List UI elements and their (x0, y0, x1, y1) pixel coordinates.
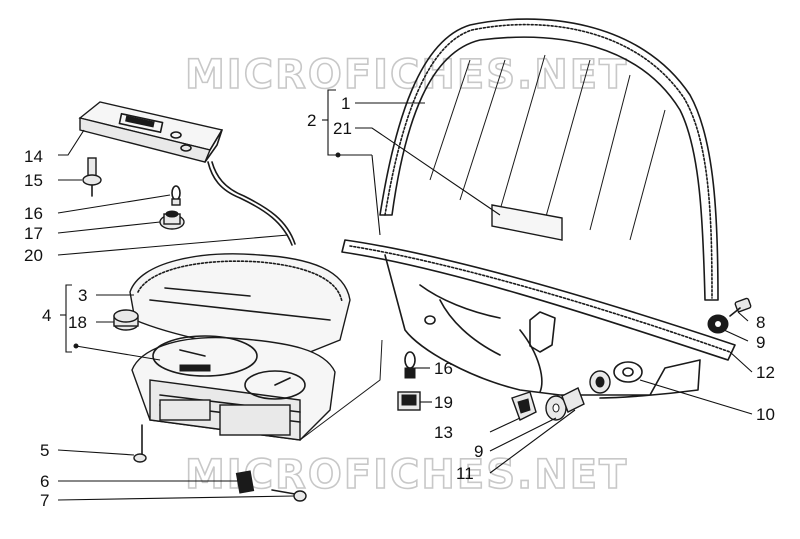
callout-9-upper: 9 (756, 333, 765, 352)
bracket-hole-left (424, 315, 436, 325)
callout-5: 5 (40, 441, 49, 460)
speedometer-dial (152, 335, 258, 377)
cluster-wire-route (299, 339, 383, 441)
bracket-tab (529, 311, 556, 353)
part-grommet (589, 370, 611, 394)
callout-20: 20 (24, 246, 43, 265)
part-5-screw (133, 424, 147, 463)
part-11-spacer (561, 387, 585, 413)
callout-6: 6 (40, 472, 49, 491)
callout-16-upper: 16 (24, 204, 43, 223)
part-20-cable (207, 161, 293, 246)
part-8-screw (729, 297, 752, 317)
callout-labels: 1 2 21 14 15 16 17 20 3 4 18 5 6 7 16 19… (24, 94, 775, 510)
bracket-mount-boss (613, 361, 643, 383)
windshield-assembly (341, 18, 736, 399)
display-lcd-window (118, 112, 164, 134)
windshield-seal-texture (384, 23, 713, 299)
callout-10: 10 (756, 405, 775, 424)
callout-18: 18 (68, 313, 87, 332)
part-14-display-module (78, 101, 296, 246)
windshield-label-sticker (491, 204, 563, 241)
callout-4: 4 (42, 306, 51, 325)
callout-8: 8 (756, 313, 765, 332)
part-6-clip (235, 470, 255, 494)
callout-16-lower: 16 (434, 359, 453, 378)
callout-13: 13 (434, 423, 453, 442)
display-lcd-digits (125, 115, 155, 128)
fuel-gauge-needle (274, 377, 291, 386)
windshield-glass-hatching (429, 54, 666, 241)
bracket-contour-lines (419, 284, 543, 393)
speedometer-needle (179, 349, 206, 357)
callout-19: 19 (434, 393, 453, 412)
part-7-screw (271, 489, 307, 502)
bracket-hole-right (622, 367, 634, 377)
windshield-base-texture (349, 245, 731, 353)
callout-17: 17 (24, 224, 43, 243)
fuel-gauge-dial (244, 370, 306, 400)
windshield-rim (379, 18, 719, 301)
part-4-cluster-body (131, 335, 383, 441)
part-16-bulb-lower (404, 351, 416, 379)
part-18-rubber-cap (113, 309, 139, 331)
odometer-window (179, 364, 211, 372)
watermark-bottom: MICROFICHES.NET (185, 452, 628, 498)
callout-12: 12 (756, 363, 775, 382)
part-19-socket (397, 391, 421, 411)
callout-3: 3 (78, 286, 87, 305)
callout-11: 11 (456, 464, 474, 483)
callout-9-lower: 9 (474, 442, 483, 461)
callout-15: 15 (24, 171, 43, 190)
part-16-bulb-upper (171, 185, 181, 206)
callout-1: 1 (341, 94, 350, 113)
watermark-top: MICROFICHES.NET (185, 52, 628, 98)
callout-14: 14 (24, 147, 43, 166)
callout-21: 21 (333, 119, 352, 138)
part-15-bolt (82, 157, 102, 197)
leader-lines (57, 89, 753, 501)
windshield-base-strip (341, 239, 736, 361)
callout-7: 7 (40, 491, 49, 510)
callout-2: 2 (307, 111, 316, 130)
cluster-connector-block (219, 404, 291, 436)
part-17-socket (159, 210, 185, 230)
